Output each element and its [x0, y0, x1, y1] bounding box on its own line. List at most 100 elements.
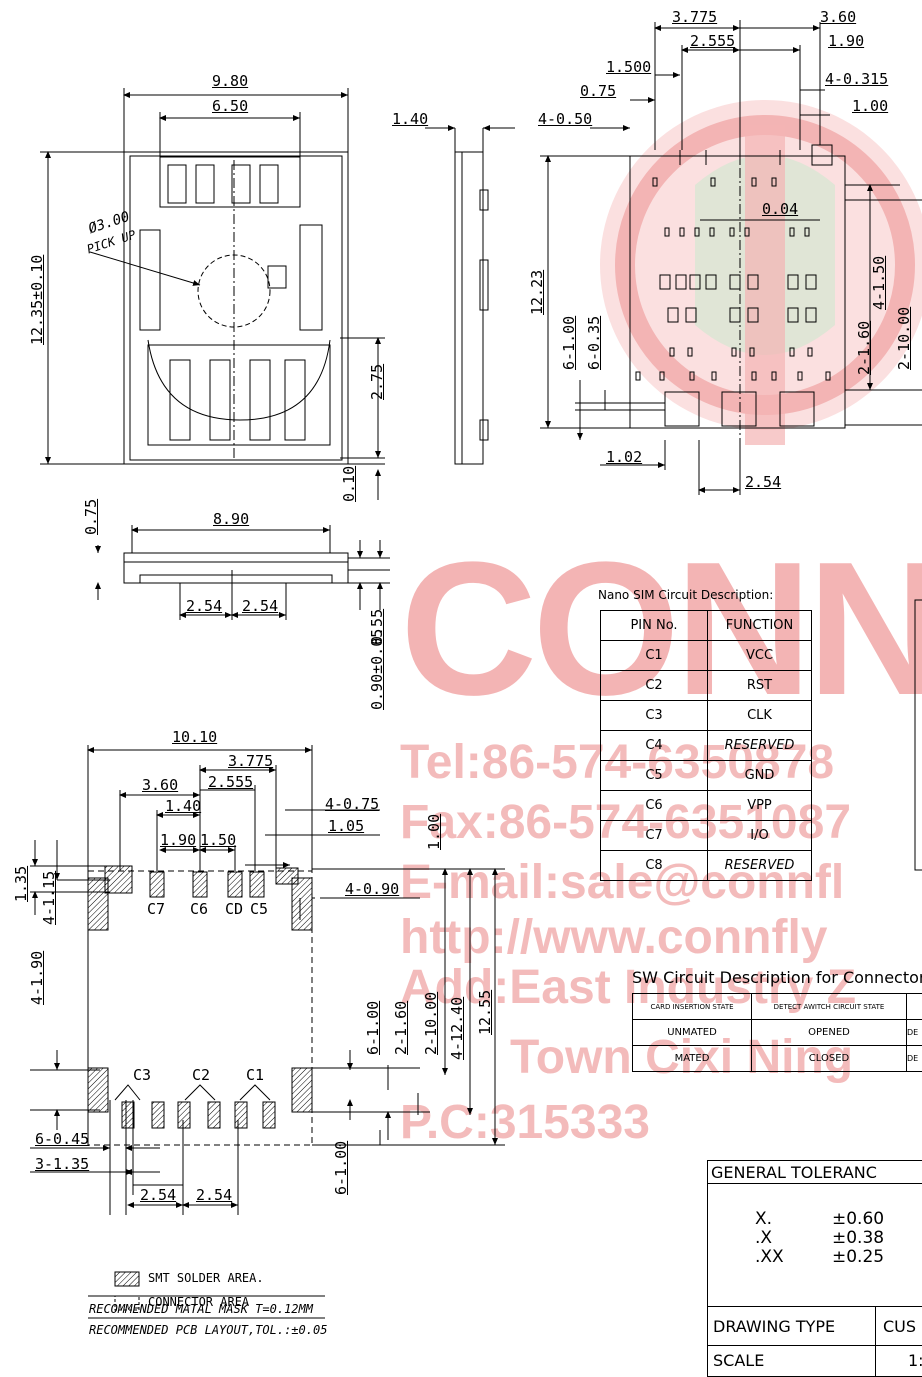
pcb-360: 3.60 — [142, 776, 178, 794]
rv-360: 3.60 — [820, 8, 856, 26]
rv-102: 1.02 — [606, 448, 642, 466]
pcb-6-100b: 6-1.00 — [332, 1141, 350, 1195]
scale-label: SCALE — [713, 1351, 764, 1370]
bv-090: 0.90±0.05 — [368, 629, 386, 710]
rv-2-1000: 2-10.00 — [895, 307, 913, 370]
insertion-cell: MATED — [633, 1046, 752, 1072]
pcb-4-115: 4-1.15 — [40, 871, 58, 925]
rv-3775: 3.775 — [672, 8, 717, 26]
pin-label-cd: CD — [225, 900, 243, 918]
rv-2-160: 2-1.60 — [855, 321, 873, 375]
table-header-row: CARD INSERTION STATE DETECT AWITCH CIRCU… — [633, 994, 922, 1020]
tol-2-label: .XX — [755, 1247, 784, 1267]
pin-cell: C5 — [601, 761, 708, 791]
pin-label-c5: C5 — [250, 900, 268, 918]
table-row: UNMATED OPENED DE — [633, 1020, 922, 1046]
rv-004: 0.04 — [762, 200, 798, 218]
bv-pitch-b: 2.54 — [242, 597, 278, 615]
rv-075: 0.75 — [580, 82, 616, 100]
tol-x-label: X. — [755, 1209, 772, 1229]
rv-254: 2.54 — [745, 473, 781, 491]
extra-cell: DE — [907, 1046, 922, 1072]
pcb-2-1000: 2-10.00 — [422, 992, 440, 1055]
pcb-3775: 3.775 — [228, 752, 273, 770]
pin-cell: C2 — [601, 671, 708, 701]
header-pin: PIN No. — [601, 611, 708, 641]
pcb-1255: 12.55 — [476, 990, 494, 1035]
side-thickness: 1.40 — [392, 110, 428, 128]
tol-x-value: ±0.60 — [832, 1209, 884, 1229]
rv-1500: 1.500 — [606, 58, 651, 76]
sw-table-caption: SW Circuit Description for Connector — [632, 968, 922, 987]
bv-thick-top: 0.75 — [82, 499, 100, 535]
function-cell: CLK — [708, 701, 812, 731]
function-cell: GND — [708, 761, 812, 791]
rv-190: 1.90 — [828, 32, 864, 50]
pcb-6-045: 6-0.45 — [35, 1130, 89, 1148]
legend-smt: SMT SOLDER AREA. — [148, 1271, 264, 1285]
pcb-2-160: 2-1.60 — [392, 1001, 410, 1055]
pin-label-c7: C7 — [147, 900, 165, 918]
bv-width: 8.90 — [213, 510, 249, 528]
tol-2-value: ±0.25 — [832, 1247, 884, 1267]
pcb-190: 1.90 — [160, 831, 196, 849]
pcb-4-090: 4-0.90 — [345, 880, 399, 898]
tol-1-label: .X — [755, 1228, 772, 1248]
pin-label-c2: C2 — [192, 1066, 210, 1084]
function-cell: VPP — [708, 791, 812, 821]
note-pcb-layout: RECOMMENDED PCB LAYOUT,TOL.:±0.05 — [89, 1323, 327, 1337]
insertion-cell: UNMATED — [633, 1020, 752, 1046]
tolerance-block: GENERAL TOLERANC X. ±0.60 .X ±0.38 .XX ±… — [707, 1160, 922, 1377]
pin-label-c6: C6 — [190, 900, 208, 918]
rv-100: 1.00 — [852, 97, 888, 115]
scale-value: 1: — [908, 1351, 922, 1370]
pin-cell: C1 — [601, 641, 708, 671]
top-gap: 0.10 — [340, 466, 358, 502]
rv-4-150: 4-1.50 — [870, 256, 888, 310]
pcb-105: 1.05 — [328, 817, 364, 835]
function-cell: RESERVED — [708, 851, 812, 881]
function-cell: I/O — [708, 821, 812, 851]
header-extra — [907, 994, 922, 1020]
header-insertion: CARD INSERTION STATE — [633, 994, 752, 1020]
rv-4-0315: 4-0.315 — [825, 70, 888, 88]
tol-1-value: ±0.38 — [832, 1228, 884, 1248]
rv-6-035: 6-0.35 — [585, 316, 603, 370]
pcb-3-135: 3-1.35 — [35, 1155, 89, 1173]
pcb-4-1240: 4-12.40 — [448, 997, 466, 1060]
pin-cell: C3 — [601, 701, 708, 731]
tolerance-title: GENERAL TOLERANC — [711, 1163, 877, 1182]
rv-6-100: 6-1.00 — [560, 316, 578, 370]
table-header-row: PIN No. FUNCTION — [601, 611, 812, 641]
header-function: FUNCTION — [708, 611, 812, 641]
detect-cell: OPENED — [752, 1020, 907, 1046]
pcb-4-190: 4-1.90 — [28, 951, 46, 1005]
top-width-total: 9.80 — [212, 72, 248, 90]
rv-2555: 2.555 — [690, 32, 735, 50]
pcb-150: 1.50 — [200, 831, 236, 849]
detect-cell: CLOSED — [752, 1046, 907, 1072]
pin-cell: C6 — [601, 791, 708, 821]
pcb-1010: 10.10 — [172, 728, 217, 746]
note-metal-mask: RECOMMENDED MATAL MASK T=0.12MM — [89, 1302, 313, 1316]
rv-4-050: 4-0.50 — [538, 110, 592, 128]
header-detect: DETECT AWITCH CIRCUIT STATE — [752, 994, 907, 1020]
table-row: MATED CLOSED DE — [633, 1046, 922, 1072]
pin-label-c3: C3 — [133, 1066, 151, 1084]
pin-label-c1: C1 — [246, 1066, 264, 1084]
top-height-lower: 2.75 — [368, 364, 386, 400]
function-cell: RESERVED — [708, 731, 812, 761]
extra-cell: DE — [907, 1020, 922, 1046]
pin-cell: C7 — [601, 821, 708, 851]
pcb-135: 1.35 — [12, 866, 30, 902]
rv-1223: 12.23 — [528, 270, 546, 315]
